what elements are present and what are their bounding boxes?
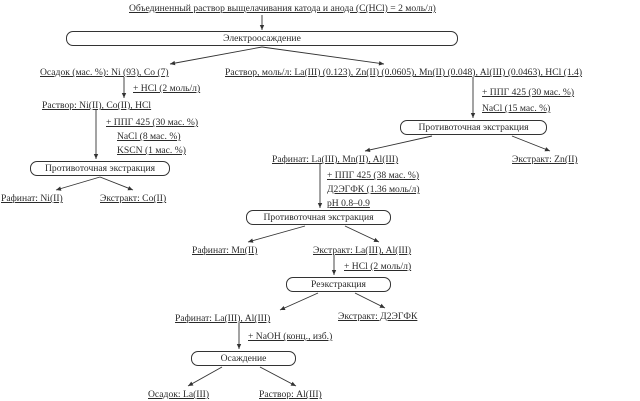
raffinate-ni: Рафинат: Ni(II) — [1, 193, 63, 204]
raffinate-mn: Рафинат: Mn(II) — [192, 245, 258, 256]
solution-ni-co-hcl: Раствор: Ni(II), Co(II), HCl — [42, 100, 152, 111]
arrowhead-icon — [331, 270, 337, 275]
connector-line — [247, 225, 306, 243]
solution-al: Раствор: Al(III) — [259, 389, 322, 400]
arrowhead-icon — [379, 303, 385, 308]
connector-line — [259, 366, 297, 387]
reagent-naoh: + NaOH (конц., изб.) — [248, 331, 333, 342]
connector-line — [261, 46, 385, 65]
source-solution-label: Объединенный раствор выщелачивания катод… — [129, 3, 436, 14]
arrowhead-icon — [470, 113, 476, 118]
arrowhead-icon — [378, 61, 384, 66]
connector-line — [364, 135, 433, 152]
arrowhead-icon — [259, 25, 265, 30]
reextraction-process: Реэкстракция — [286, 277, 391, 292]
arrowhead-icon — [544, 147, 550, 152]
precipitate-ni-co: Осадок (мас. %): Ni (93), Co (7) — [40, 67, 169, 78]
connector-line — [187, 366, 223, 387]
extract-la-al: Экстракт: La(III), Al(III) — [313, 245, 412, 256]
reagent-ph: pH 0.8–0.9 — [327, 198, 370, 209]
arrowhead-icon — [373, 237, 379, 242]
arrowhead-icon — [365, 147, 371, 153]
reagent-ppg-left: + ППГ 425 (30 мас. %) — [106, 117, 199, 128]
raffinate-la-al: Рафинат: La(III), Al(III) — [175, 313, 271, 324]
reagent-hcl-right: + HCl (2 моль/л) — [344, 261, 412, 272]
reagent-d2ehpa: Д2ЭГФК (1.36 моль/л) — [327, 184, 420, 195]
electrodeposition-process: Электроосаждение — [66, 31, 458, 46]
reagent-hcl-left: + HCl (2 моль/л) — [133, 83, 201, 94]
countercurrent-extraction-2: Противоточная экстракция — [400, 120, 547, 135]
extract-zn: Экстракт: Zn(II) — [512, 154, 578, 165]
arrowhead-icon — [93, 154, 99, 159]
connector-line — [279, 292, 319, 311]
arrowhead-icon — [170, 60, 176, 66]
arrowhead-icon — [121, 93, 127, 98]
arrowhead-icon — [280, 305, 286, 310]
connector-line — [99, 176, 134, 191]
solution-la-zn-mn-al: Раствор, моль/л: La(III) (0.123), Zn(II)… — [225, 67, 583, 78]
reagent-ppg-38: + ППГ 425 (38 мас. %) — [327, 170, 420, 181]
precipitate-la: Осадок: La(III) — [148, 389, 210, 400]
countercurrent-extraction-1: Противоточная экстракция — [30, 161, 170, 176]
countercurrent-extraction-3: Противоточная экстракция — [246, 210, 391, 225]
connector-line — [511, 135, 551, 152]
arrowhead-icon — [188, 381, 194, 386]
reagent-ppg-right: + ППГ 425 (30 мас. %) — [482, 87, 575, 98]
connector-line — [344, 225, 380, 243]
arrowhead-icon — [127, 186, 133, 191]
extract-d2ehpa: Экстракт: Д2ЭГФК — [338, 311, 418, 322]
arrowhead-icon — [248, 238, 254, 243]
reagent-nacl-left: NaCl (8 мас. %) — [117, 131, 181, 142]
reagent-kscn: KSCN (1 мас. %) — [117, 145, 186, 156]
arrowhead-icon — [317, 203, 323, 208]
connector-line — [354, 292, 386, 309]
connector-line — [55, 176, 101, 191]
raffinate-la-mn-al: Рафинат: La(III), Mn(II), Al(III) — [272, 154, 399, 165]
connector-line — [169, 46, 263, 65]
arrowhead-icon — [56, 186, 62, 191]
extract-co: Экстракт: Co(II) — [100, 193, 167, 204]
reagent-nacl-right: NaCl (15 мас. %) — [482, 103, 551, 114]
precipitation-process: Осаждение — [191, 351, 296, 366]
arrowhead-icon — [236, 344, 242, 349]
arrowhead-icon — [290, 381, 296, 386]
